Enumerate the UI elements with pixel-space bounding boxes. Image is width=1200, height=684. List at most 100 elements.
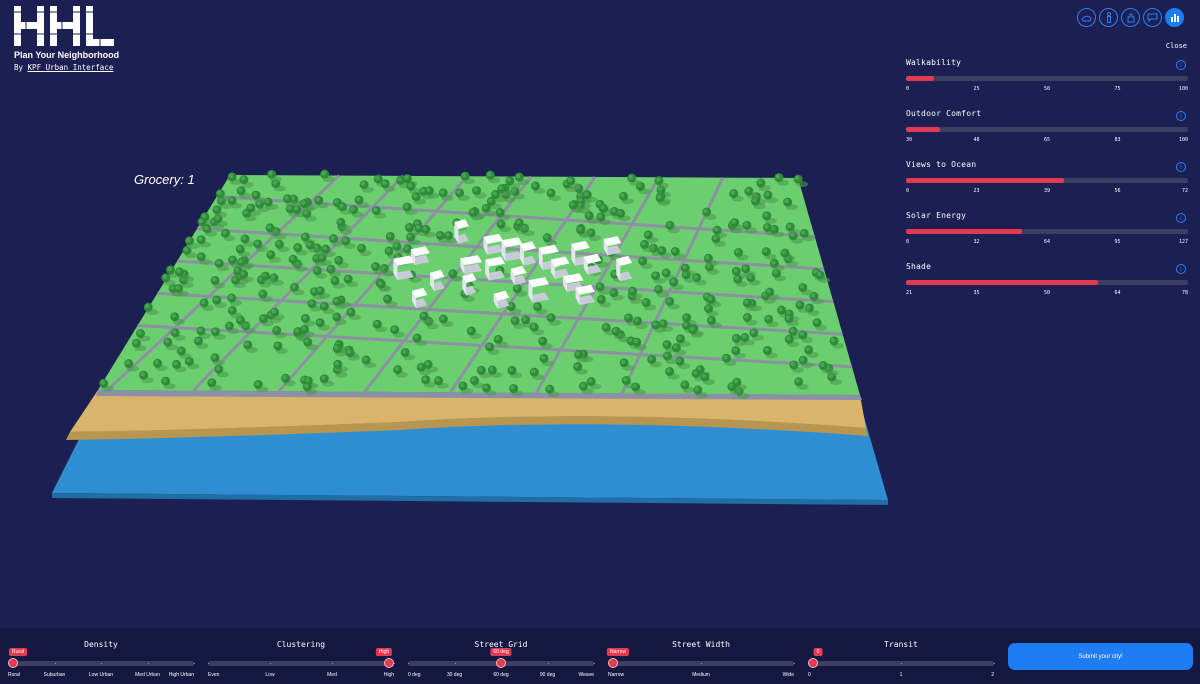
tree-highlight bbox=[415, 224, 421, 230]
metric-tick-label: 78 bbox=[1181, 290, 1188, 296]
tree-highlight bbox=[629, 287, 634, 293]
tree-highlight bbox=[487, 171, 492, 177]
tree-highlight bbox=[620, 193, 625, 198]
tree-highlight bbox=[577, 226, 582, 232]
info-icon[interactable]: i bbox=[1176, 264, 1186, 274]
step-label: High bbox=[383, 672, 394, 678]
metric-tick-label: 72 bbox=[1181, 188, 1188, 194]
slider-thumb[interactable] bbox=[384, 658, 394, 668]
step-label: 2 bbox=[991, 672, 994, 678]
chat-icon[interactable] bbox=[1143, 8, 1162, 27]
tree-highlight bbox=[304, 383, 309, 389]
building-roof bbox=[393, 255, 414, 266]
close-button[interactable]: Close bbox=[1165, 42, 1187, 50]
metric-tick-label: 0 bbox=[906, 239, 910, 245]
metric-tick-label: 64 bbox=[1114, 290, 1121, 296]
tree-highlight bbox=[813, 319, 819, 324]
slider-value-badge: Rural bbox=[9, 648, 27, 656]
tree-highlight bbox=[471, 377, 476, 382]
tree-highlight bbox=[744, 299, 749, 305]
tree-highlight bbox=[404, 175, 409, 180]
tree-highlight bbox=[232, 276, 237, 282]
step-dot bbox=[54, 663, 56, 664]
tree-highlight bbox=[544, 234, 549, 239]
tree-highlight bbox=[531, 324, 536, 329]
tree-highlight bbox=[311, 288, 316, 293]
slider-value-badge: 0 bbox=[813, 648, 823, 656]
tree-highlight bbox=[546, 385, 551, 391]
tree-highlight bbox=[266, 224, 272, 230]
slider-thumb[interactable] bbox=[8, 658, 18, 668]
building-roof bbox=[485, 256, 506, 267]
tree-highlight bbox=[733, 268, 738, 273]
tree-highlight bbox=[531, 368, 536, 374]
tree-highlight bbox=[532, 182, 537, 188]
submit-city-button[interactable]: Submit your city! bbox=[1008, 643, 1193, 670]
slider-thumb[interactable] bbox=[496, 658, 506, 668]
tree-highlight bbox=[333, 313, 339, 319]
kpf-link[interactable]: KPF Urban Interface bbox=[27, 63, 114, 72]
tree-highlight bbox=[478, 367, 483, 372]
tree-highlight bbox=[683, 314, 688, 319]
tree-highlight bbox=[786, 223, 792, 229]
tree-highlight bbox=[670, 278, 676, 284]
tree-highlight bbox=[317, 287, 322, 293]
tree-highlight bbox=[632, 383, 637, 389]
tree-highlight bbox=[495, 336, 500, 341]
tree-highlight bbox=[334, 199, 339, 204]
tree-highlight bbox=[422, 376, 428, 381]
slider-value-badge: High bbox=[375, 648, 393, 656]
tree-highlight bbox=[810, 293, 816, 298]
building-side bbox=[528, 280, 533, 303]
tree-highlight bbox=[600, 205, 605, 210]
map-icon[interactable] bbox=[1077, 8, 1096, 27]
person-icon[interactable] bbox=[1099, 8, 1118, 27]
tree-highlight bbox=[510, 385, 515, 390]
tree-highlight bbox=[183, 247, 189, 252]
building-side bbox=[571, 243, 576, 266]
slider-thumb[interactable] bbox=[808, 658, 818, 668]
info-icon[interactable]: i bbox=[1176, 111, 1186, 121]
tree-highlight bbox=[289, 256, 295, 261]
tree-highlight bbox=[407, 234, 412, 239]
building-roof bbox=[563, 273, 584, 284]
tree-highlight bbox=[456, 189, 461, 195]
tree-highlight bbox=[611, 271, 617, 276]
tree-highlight bbox=[226, 322, 231, 328]
bar-chart-icon[interactable] bbox=[1165, 8, 1184, 27]
tree-highlight bbox=[293, 206, 299, 211]
tree-highlight bbox=[373, 207, 378, 212]
tree-highlight bbox=[610, 289, 615, 294]
info-icon[interactable]: i bbox=[1176, 162, 1186, 172]
tree-highlight bbox=[742, 265, 747, 271]
beach-edge bbox=[66, 416, 868, 440]
tree-highlight bbox=[598, 296, 603, 301]
info-icon[interactable]: i bbox=[1176, 213, 1186, 223]
tree-highlight bbox=[440, 315, 445, 321]
building-side bbox=[583, 256, 588, 275]
slider-thumb[interactable] bbox=[608, 658, 618, 668]
info-icon[interactable]: i bbox=[1176, 60, 1186, 70]
tree-highlight bbox=[763, 248, 768, 253]
tree-highlight bbox=[483, 204, 488, 210]
road bbox=[449, 176, 597, 394]
tree-highlight bbox=[404, 245, 409, 251]
step-dot bbox=[901, 663, 902, 664]
building-roof bbox=[483, 233, 504, 244]
brand: Plan Your Neighborhood By KPF Urban Inte… bbox=[14, 6, 144, 72]
tree-highlight bbox=[125, 360, 131, 365]
hand-icon[interactable] bbox=[1121, 8, 1140, 27]
slider-track[interactable] bbox=[208, 661, 394, 666]
metric-tick-label: 23 bbox=[973, 188, 980, 194]
tree-highlight bbox=[790, 361, 796, 367]
metric-fill bbox=[906, 178, 1064, 183]
tree-highlight bbox=[381, 265, 386, 270]
metric-tick-label: 100 bbox=[1178, 86, 1188, 92]
tree-highlight bbox=[734, 275, 739, 281]
tree-highlight bbox=[321, 303, 326, 308]
neighborhood-map[interactable] bbox=[0, 160, 900, 520]
